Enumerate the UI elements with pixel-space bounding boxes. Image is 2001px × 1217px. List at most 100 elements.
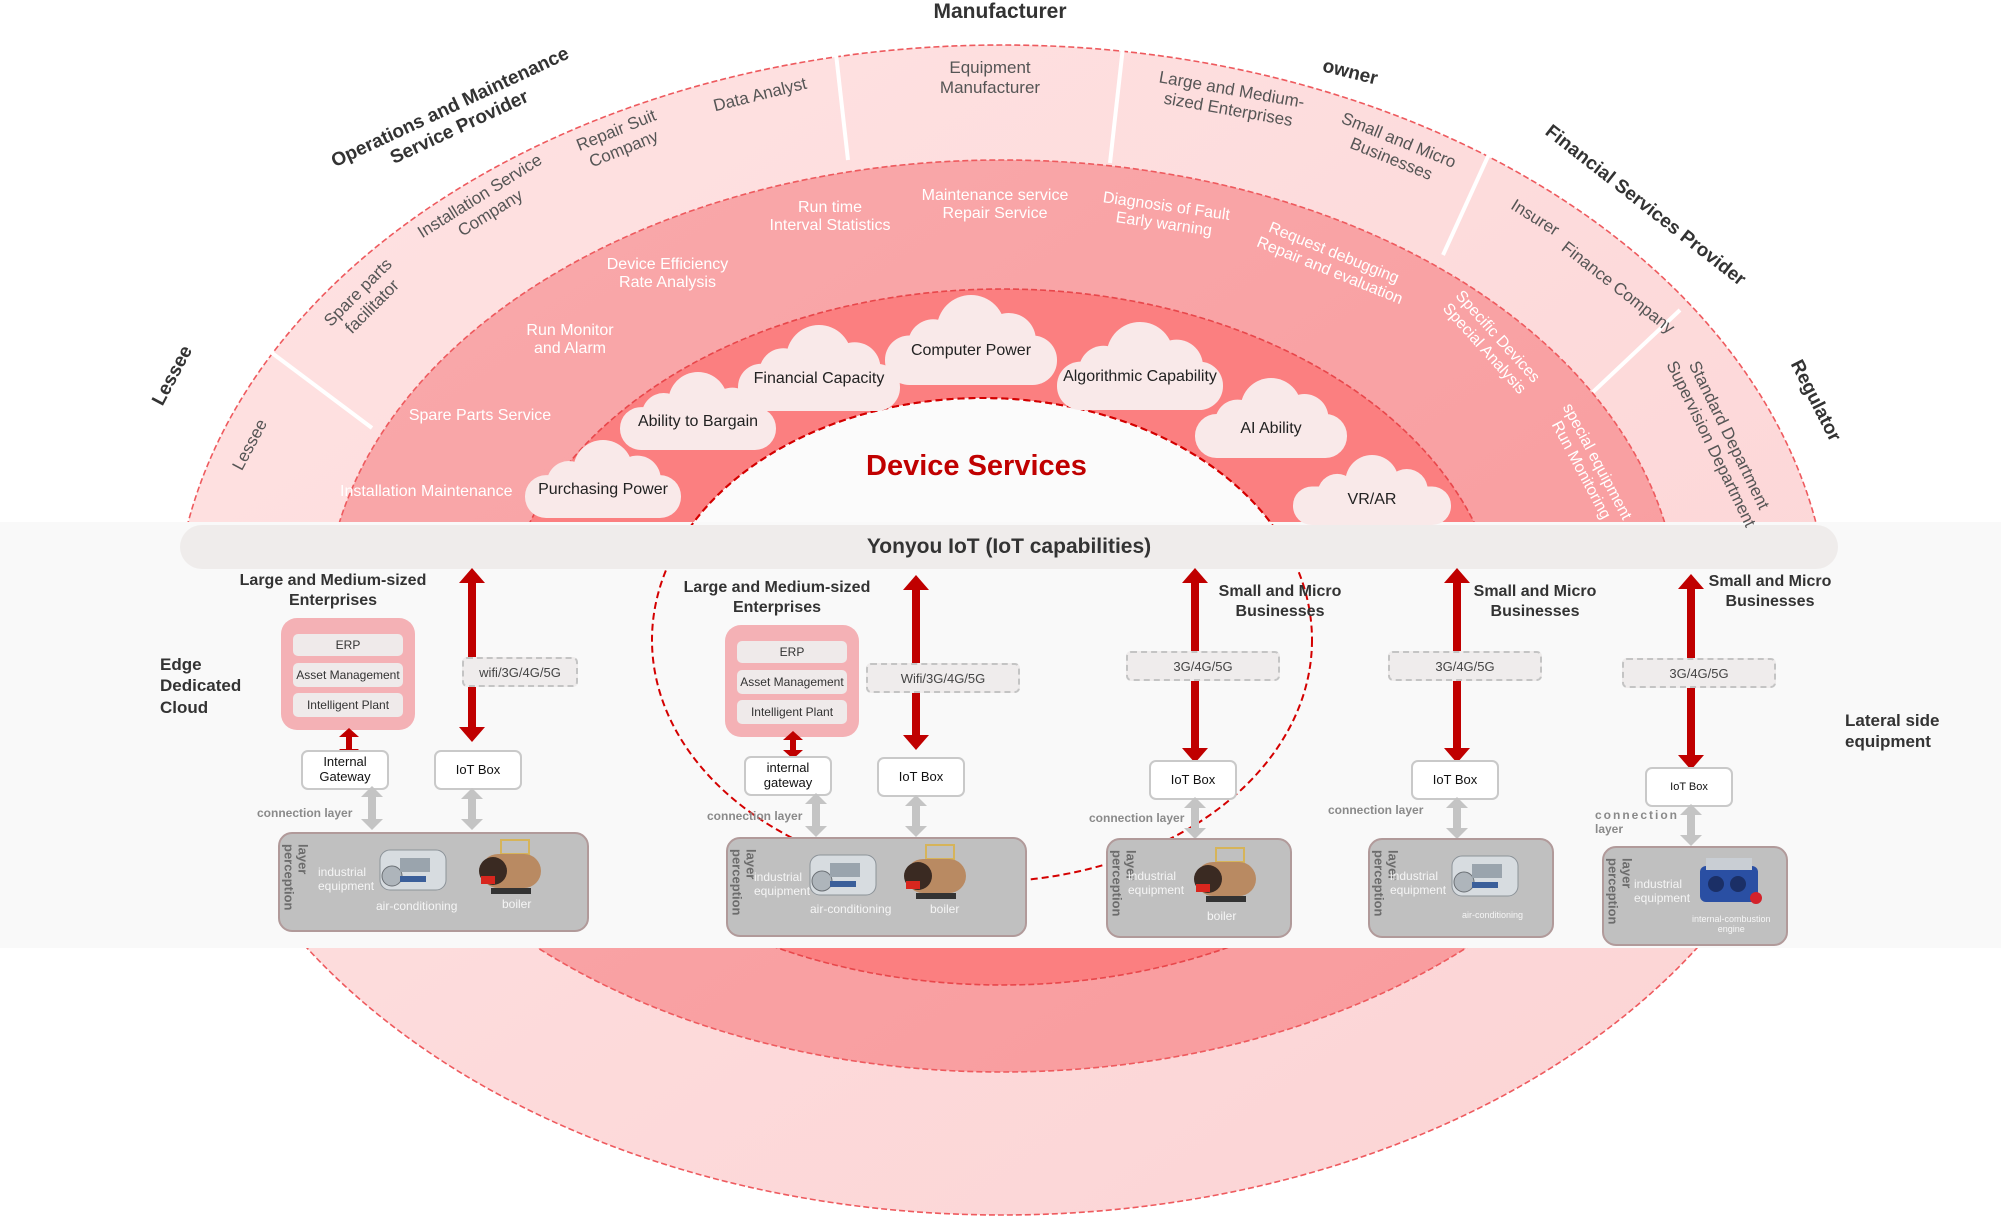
- system-asset-management[interactable]: Asset Management: [293, 663, 403, 687]
- eq-line2: equipment: [1634, 890, 1691, 905]
- connection-arrow: [461, 788, 483, 830]
- iot-box[interactable]: IoT Box: [1645, 767, 1733, 807]
- cloud-label: VR/AR: [1347, 491, 1397, 509]
- cloud-shape: [1195, 378, 1347, 458]
- network-type: Wifi/3G/4G/5G: [866, 663, 1020, 693]
- header-line1: Large and Medium-sized: [683, 579, 871, 596]
- connection-arrow: [1680, 804, 1702, 846]
- mid-spare-parts-service: Spare Parts Service: [408, 407, 552, 424]
- boiler-icon: [475, 836, 545, 905]
- eq-line1: industrial: [1634, 877, 1683, 891]
- connection-layer-label: connection layer: [1328, 803, 1424, 817]
- eq-line1: industrial: [754, 870, 803, 884]
- lateral-side-equipment-label: Lateral side equipment: [1845, 710, 1940, 753]
- mid-run-monitor-2: and Alarm: [533, 340, 607, 358]
- air-conditioner-unit-icon: [800, 845, 886, 908]
- outer-em-line1: Equipment: [949, 58, 1031, 77]
- perception-layer-label: layer perception: [1605, 858, 1635, 925]
- cloud-label: Financial Capacity: [753, 369, 885, 387]
- system-intelligent-plant[interactable]: Intelligent Plant: [737, 700, 847, 724]
- eq-line2: equipment: [1390, 882, 1447, 897]
- eq-line2: equipment: [754, 883, 811, 898]
- cloud-shape: [1057, 322, 1223, 410]
- mid-installation-maintenance: Installation Maintenance: [340, 483, 513, 500]
- iot-capabilities-bar: Yonyou IoT (IoT capabilities): [180, 525, 1838, 569]
- engine-icon: [1692, 854, 1768, 917]
- equipment-label: air-conditioning: [810, 902, 892, 916]
- eq-line1: industrial: [318, 865, 367, 879]
- gateway-line2: gateway: [763, 775, 813, 790]
- mid-run-monitor-1: Run Monitor: [526, 322, 614, 339]
- connection-arrow: [905, 795, 927, 837]
- system-erp[interactable]: ERP: [293, 634, 403, 656]
- system-erp[interactable]: ERP: [737, 641, 847, 663]
- perception-layer-label: layer perception: [1371, 850, 1401, 917]
- divider: [1591, 308, 1682, 394]
- perception-layer-label: layer perception: [729, 849, 759, 916]
- gateway-line2: Gateway: [319, 769, 371, 784]
- enterprise-systems-box: ERP Asset Management Intelligent Plant: [725, 625, 859, 737]
- cloud-label: Computer Power: [910, 341, 1032, 359]
- mid-run-monitor: Run Monitor and Alarm: [520, 322, 620, 359]
- mid-ms-2: Repair Service: [942, 205, 1048, 223]
- eq-line2: equipment: [1128, 882, 1185, 897]
- mid-maintenance-service: Maintenance service Repair Service: [920, 187, 1070, 224]
- equipment-label: boiler: [930, 902, 960, 916]
- mid-rt-2: Interval Statistics: [769, 217, 891, 235]
- edge-line3: Cloud: [160, 697, 209, 717]
- divider: [266, 348, 374, 430]
- mid-de-1: Device Efficiency: [606, 256, 729, 273]
- column-header: Large and Medium-sized Enterprises: [228, 571, 438, 611]
- system-asset-management[interactable]: Asset Management: [737, 670, 847, 694]
- conn-line2: layer: [1595, 822, 1624, 837]
- divider: [1108, 46, 1125, 164]
- perception-layer-label: layer perception: [281, 844, 311, 911]
- connection-arrow: [1446, 797, 1468, 839]
- iot-bar-label: Yonyou IoT (IoT capabilities): [866, 535, 1152, 558]
- header-line1: Small and Micro: [1708, 573, 1832, 590]
- equipment-label: air-conditioning: [1462, 910, 1524, 920]
- system-intelligent-plant[interactable]: Intelligent Plant: [293, 693, 403, 717]
- eq-line1: industrial: [1128, 869, 1177, 883]
- network-type: 3G/4G/5G: [1388, 651, 1542, 681]
- iot-box[interactable]: IoT Box: [877, 757, 965, 797]
- conn-line1: connection: [1595, 808, 1680, 822]
- mid-run-time: Run time Interval Statistics: [760, 199, 900, 236]
- cloud-label: Ability to Bargain: [637, 412, 759, 430]
- iot-box[interactable]: IoT Box: [1149, 760, 1237, 800]
- equipment-label: boiler: [1207, 909, 1237, 923]
- connection-layer-label: connection layer: [707, 809, 803, 823]
- divider: [1441, 129, 1502, 256]
- iot-box[interactable]: IoT Box: [1411, 760, 1499, 800]
- connection-arrow: [805, 793, 827, 837]
- column-header: Small and Micro Businesses: [1205, 582, 1355, 622]
- iot-box[interactable]: IoT Box: [434, 750, 522, 790]
- eq-line4: engine: [1717, 924, 1745, 935]
- connection-layer-label: connection layer: [1089, 811, 1185, 825]
- column-header: Large and Medium-sized Enterprises: [672, 578, 882, 618]
- connection-layer-label: connection layer: [257, 806, 353, 820]
- connection-arrow: [361, 786, 383, 830]
- air-conditioner-unit-icon: [1442, 846, 1528, 909]
- bidirectional-arrow: [459, 568, 485, 742]
- header-line1: Large and Medium-sized: [239, 572, 427, 589]
- eq-line3: internal-combustion: [1692, 914, 1771, 924]
- header-line1: Small and Micro: [1218, 583, 1342, 600]
- cloud-shape: [1293, 455, 1451, 525]
- cloud-shape: [885, 295, 1057, 385]
- column-header: Small and Micro Businesses: [1700, 572, 1840, 612]
- mid-device-efficiency: Device Efficiency Rate Analysis: [600, 256, 735, 293]
- perception-layer-label: layer perception: [1109, 850, 1139, 917]
- mid-de-2: Rate Analysis: [619, 274, 716, 292]
